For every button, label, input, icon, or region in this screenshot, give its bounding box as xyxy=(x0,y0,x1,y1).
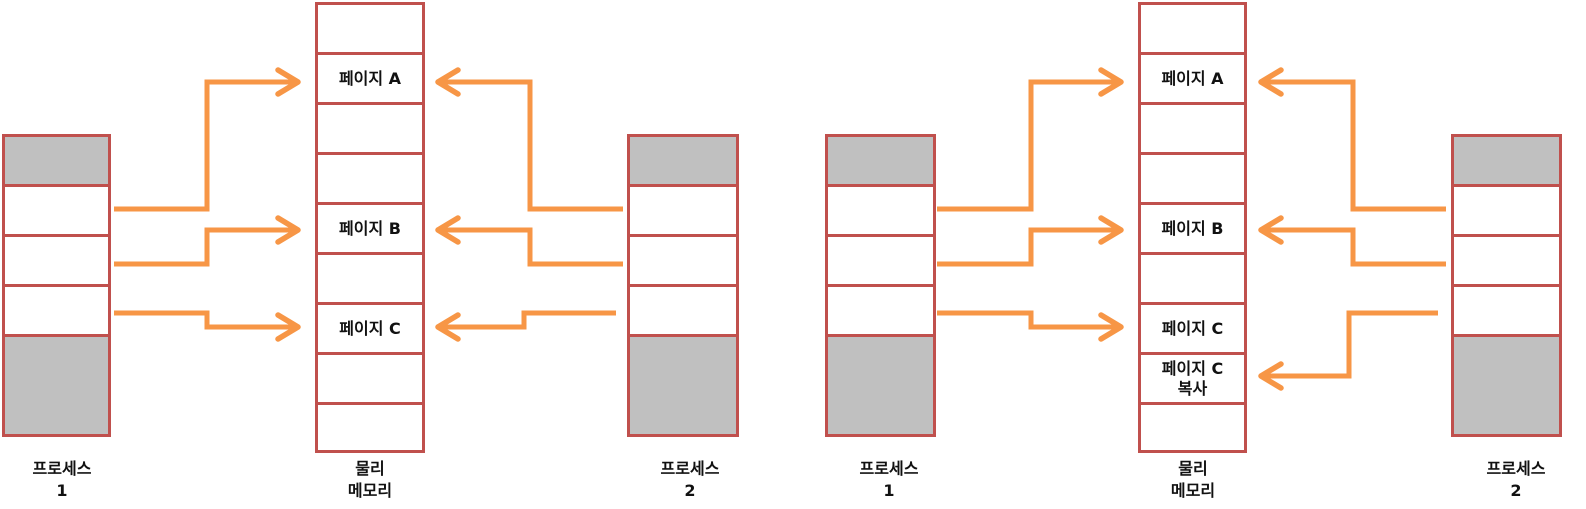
page-b-label: 페이지 B xyxy=(339,218,401,238)
page-b-label: 페이지 B xyxy=(1161,218,1224,238)
process1-page-4 xyxy=(825,334,936,437)
memory-frame-3 xyxy=(315,152,425,205)
process2-page-4 xyxy=(627,334,739,437)
arrow-p1-to-page-a xyxy=(114,67,301,212)
arrow-p1-to-page-c xyxy=(937,310,1124,342)
page-c-copy-sublabel: 복사 xyxy=(1177,378,1208,398)
memory-frame-2 xyxy=(1138,102,1247,155)
page-c-label: 페이지 C xyxy=(339,318,401,338)
process1-page-3 xyxy=(2,284,111,337)
page-c-label: 페이지 C xyxy=(1161,318,1224,338)
memory-frame-page-c: 페이지 C xyxy=(315,302,425,355)
memory-frame-page-c-copy: 페이지 C 복사 xyxy=(1138,352,1247,405)
memory-frame-8 xyxy=(315,402,425,453)
arrow-p2-to-page-c-copy xyxy=(1258,310,1438,391)
memory-frame-page-a: 페이지 A xyxy=(1138,52,1247,105)
process2-page-1 xyxy=(1451,184,1562,237)
memory-frame-8 xyxy=(1138,402,1247,453)
process1-page-3 xyxy=(825,284,936,337)
arrow-p2-to-page-b xyxy=(1258,215,1446,267)
page-c-copy-label: 페이지 C xyxy=(1161,358,1224,378)
process2-page-4 xyxy=(1451,334,1562,437)
process1-page-4 xyxy=(2,334,111,437)
arrow-p1-to-page-b xyxy=(937,215,1124,267)
arrow-p2-to-page-a xyxy=(435,67,623,212)
arrow-p1-to-page-c xyxy=(114,310,301,342)
memory-frame-7 xyxy=(315,352,425,405)
process1-page-0 xyxy=(825,134,936,187)
arrow-p2-to-page-a xyxy=(1258,67,1446,212)
arrow-p1-to-page-b xyxy=(114,215,301,267)
process2-page-0 xyxy=(1451,134,1562,187)
process1-page-1 xyxy=(2,184,111,237)
page-a-label: 페이지 A xyxy=(338,68,402,88)
page-a-label: 페이지 A xyxy=(1161,68,1224,88)
arrow-p1-to-page-a xyxy=(937,67,1124,212)
memory-frame-page-a: 페이지 A xyxy=(315,52,425,105)
arrow-p2-to-page-b xyxy=(435,215,623,267)
arrow-p2-to-page-c xyxy=(435,310,616,342)
